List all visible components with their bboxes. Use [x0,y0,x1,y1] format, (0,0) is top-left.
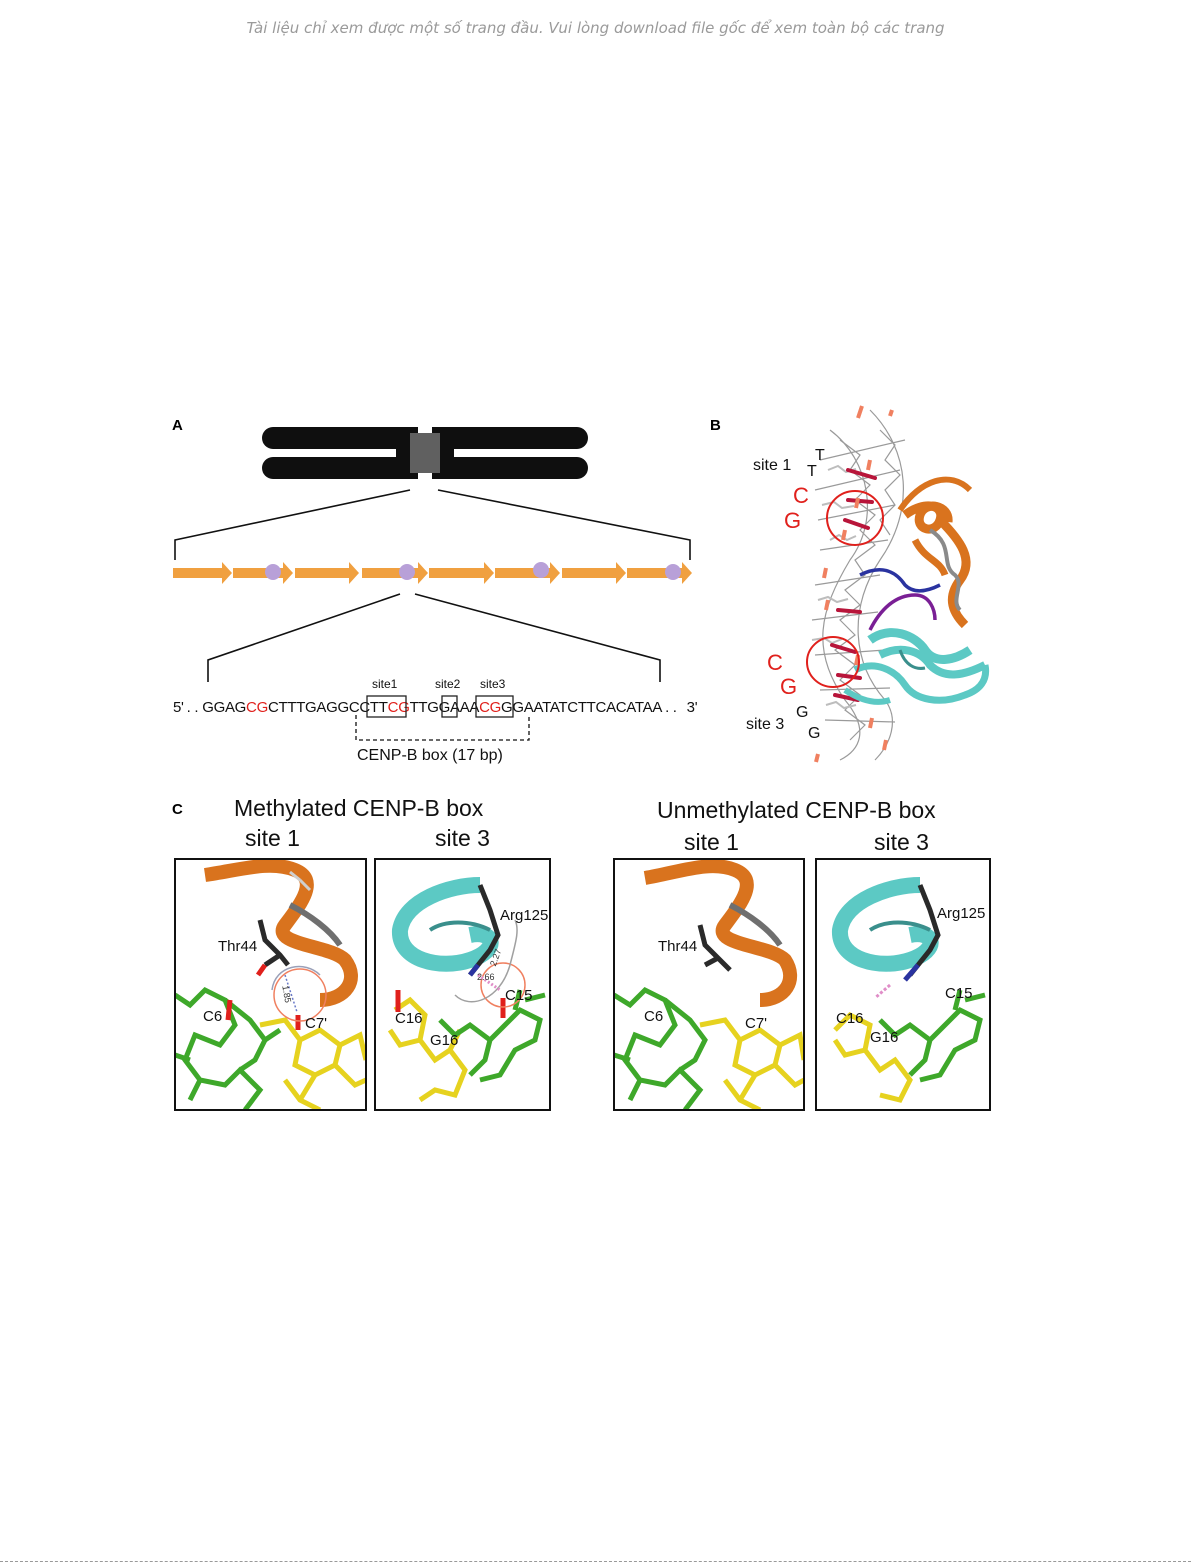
cenp-b-box-dots [265,562,681,580]
methylated-site1-title: site 1 [245,825,300,851]
methylated-site3-title: site 3 [435,825,490,851]
b-bottom-base-2: G [780,674,797,699]
label-dist-3: 2.66 [477,972,495,982]
repeat-array [173,562,692,584]
label-thr44: Thr44 [218,938,257,955]
site1-label: site1 [372,677,398,691]
label-c15-unmeth: C15 [945,985,973,1002]
helix-annotations: site 1 T T C G C G G G site 3 [746,447,825,742]
label-arg125: Arg125 [500,907,548,924]
label-c16-unmeth: C16 [836,1010,864,1027]
c-meth-site1-panel: Thr44 1.85 C6 C7' [174,858,367,1111]
site-labels: site1 site2 site3 [372,677,506,691]
b-top-base-4: G [784,508,801,533]
b-top-base-2: T [807,463,817,480]
b-site1-label: site 1 [753,457,791,474]
label-g16-unmeth: G16 [870,1029,898,1046]
label-arg125-unmeth: Arg125 [937,905,985,922]
label-c7p: C7' [305,1015,327,1032]
methylated-title: Methylated CENP-B box [234,795,484,821]
protein-c-terminal-domain [843,628,990,705]
site1-circle [826,490,884,546]
zoom-lines-bottom [207,593,661,682]
site2-label: site2 [435,677,461,691]
protein-n-terminal-domain [897,476,973,629]
b-site3-label: site 3 [746,716,784,733]
chromosome [262,427,588,479]
panel-c-label: C [172,801,183,818]
unmethylated-site3-title: site 3 [874,829,929,855]
b-top-base-3: C [793,483,809,508]
label-c6-unmeth: C6 [644,1008,663,1025]
dna-double-helix [811,405,906,763]
c-meth-site3-panel: Arg125 2.27 2.66 C15 C16 G16 [374,858,551,1111]
unmethylated-title: Unmethylated CENP-B box [657,797,936,823]
label-c7p-unmeth: C7' [745,1015,767,1032]
c-unmeth-site3-panel: Arg125 C15 C16 G16 [815,858,991,1111]
b-bottom-base-3: G [796,704,808,721]
panel-b-label: B [710,417,721,434]
protein-linker-blue [859,568,941,593]
b-top-base-1: T [815,447,825,464]
protein-linker-purple [868,593,937,631]
page-bottom-rule [0,1561,1191,1562]
label-thr44-unmeth: Thr44 [658,938,697,955]
label-c6: C6 [203,1008,222,1025]
label-g16: G16 [430,1032,458,1049]
dna-sequence: 5'. .GGAGCGCTTTGAGGCCTTCGTTGGAAACGGGAATA… [173,699,698,716]
zoom-lines-top [174,489,691,560]
site-boxes [366,695,514,718]
site3-circle [806,636,860,688]
site3-label: site3 [480,677,506,691]
label-c15: C15 [505,987,533,1004]
b-bottom-base-1: C [767,650,783,675]
label-dist-1: 1.85 [280,985,293,1004]
cenp-b-box-label: CENP-B box (17 bp) [357,747,503,764]
b-bottom-base-4: G [808,725,820,742]
label-c16: C16 [395,1010,423,1027]
cenp-b-box-bracket [355,715,530,741]
unmethylated-site1-title: site 1 [684,829,739,855]
c-unmeth-site1-panel: Thr44 C6 C7' [613,858,805,1111]
panel-a-label: A [172,417,183,434]
preview-banner: Tài liệu chỉ xem được một số trang đầu. … [246,19,945,37]
